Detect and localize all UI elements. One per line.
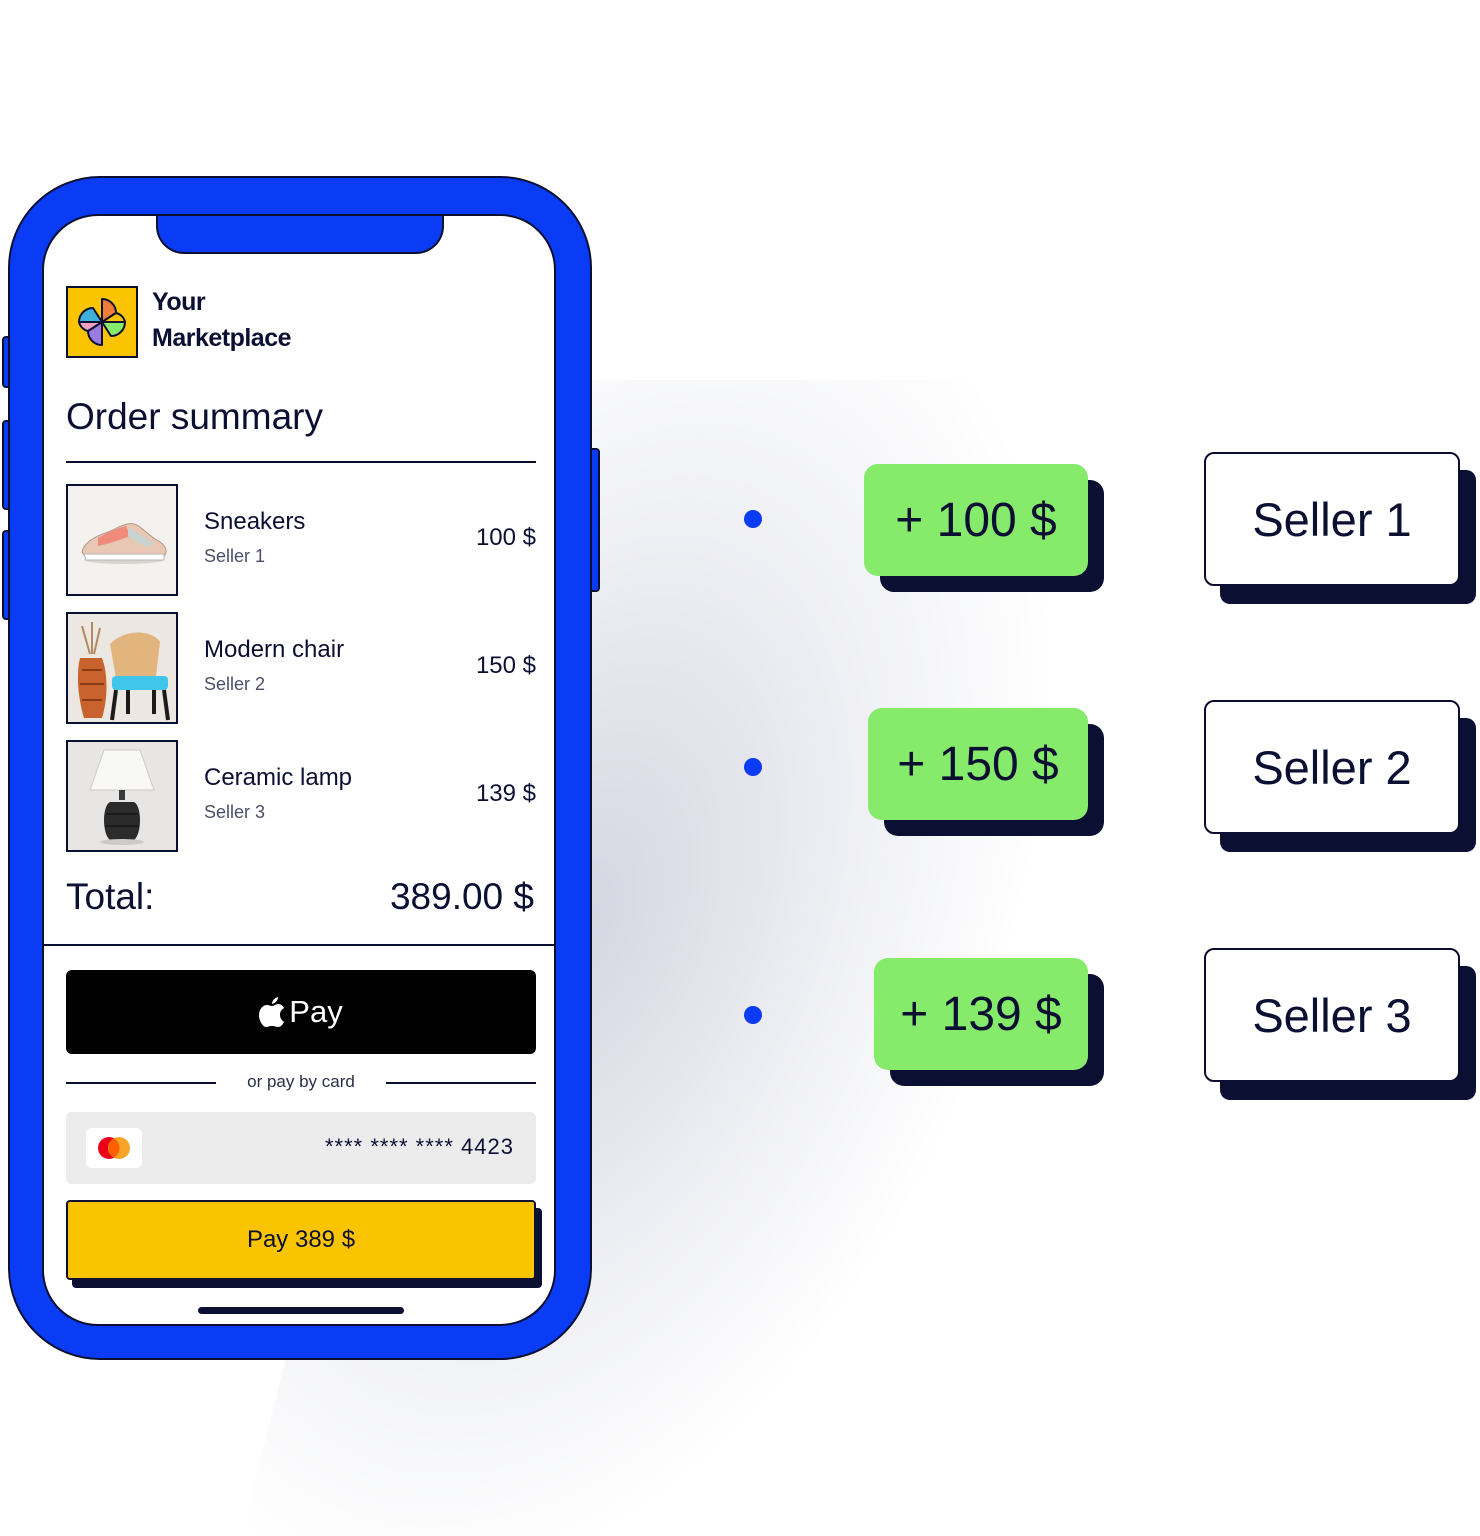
item-name: Ceramic lamp <box>204 764 353 791</box>
divider <box>66 461 536 463</box>
item-price: 150 $ <box>475 652 536 679</box>
connector-dot <box>744 1006 762 1024</box>
home-indicator <box>198 1307 404 1314</box>
payout-amount: + 100 $ <box>864 464 1088 576</box>
sneakers-image <box>66 484 178 596</box>
total-label: Total: <box>66 876 155 917</box>
page-title: Order summary <box>66 396 323 437</box>
item-name: Modern chair <box>204 636 345 663</box>
brand-line-2: Marketplace <box>152 324 292 352</box>
item-price: 139 $ <box>475 780 536 807</box>
item-seller: Seller 3 <box>204 802 266 822</box>
order-item[interactable]: Modern chair Seller 2 150 $ <box>66 612 536 724</box>
divider <box>44 944 554 946</box>
payout-amount: + 139 $ <box>874 958 1088 1070</box>
brand-line-1: Your <box>152 288 206 316</box>
phone-screen: Your Marketplace Order summary <box>42 214 556 1326</box>
item-price: 100 $ <box>475 524 536 551</box>
card-select[interactable]: **** **** **** 4423 <box>66 1112 536 1184</box>
pinwheel-icon <box>78 298 126 346</box>
chair-image <box>66 612 178 724</box>
order-item[interactable]: Sneakers Seller 1 100 $ <box>66 484 536 596</box>
brand-name: Your Marketplace <box>152 284 292 356</box>
apple-icon <box>259 997 285 1027</box>
connector-dot <box>744 510 762 528</box>
divider <box>66 1082 216 1084</box>
card-number: **** **** **** 4423 <box>324 1134 514 1159</box>
item-seller: Seller 2 <box>204 674 266 694</box>
pay-button[interactable]: Pay 389 $ <box>66 1200 536 1280</box>
connector-dot <box>744 758 762 776</box>
seller-card: Seller 1 <box>1204 452 1460 586</box>
or-pay-by-card-text: or pay by card <box>247 1072 355 1091</box>
phone-frame: Your Marketplace Order summary <box>8 176 592 1360</box>
divider <box>386 1082 536 1084</box>
seller-card: Seller 3 <box>1204 948 1460 1082</box>
lamp-image <box>66 740 178 852</box>
phone-notch <box>156 216 444 254</box>
mastercard-icon <box>86 1128 142 1168</box>
order-item[interactable]: Ceramic lamp Seller 3 139 $ <box>66 740 536 852</box>
apple-pay-label: Pay <box>289 994 343 1029</box>
marketplace-logo <box>66 286 138 358</box>
seller-card: Seller 2 <box>1204 700 1460 834</box>
apple-pay-button[interactable]: Pay <box>66 970 536 1054</box>
payout-amount: + 150 $ <box>868 708 1088 820</box>
item-name: Sneakers <box>204 508 306 535</box>
item-seller: Seller 1 <box>204 546 266 566</box>
total-value: 389.00 $ <box>389 876 534 917</box>
